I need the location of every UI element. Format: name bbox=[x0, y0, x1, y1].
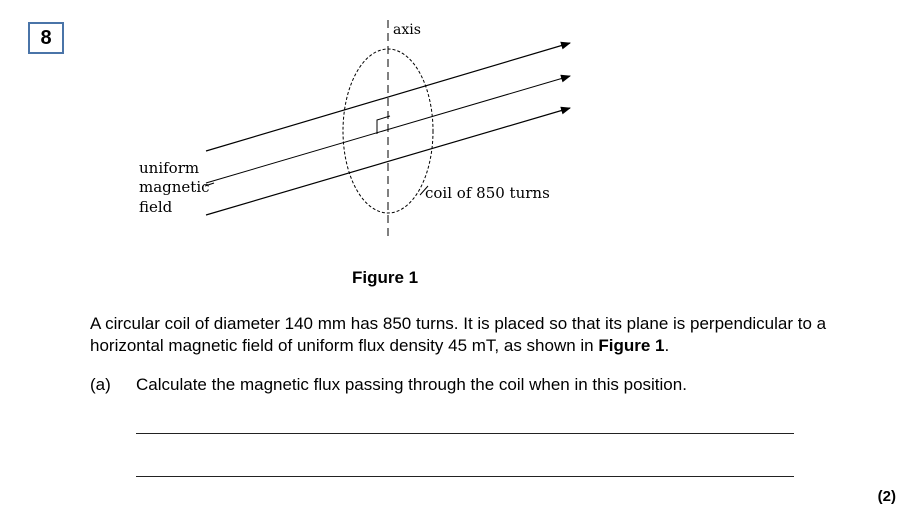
field-label-line-2: magnetic bbox=[139, 178, 210, 196]
field-line bbox=[205, 74, 571, 184]
coil-diagram: axis uniform magnetic field coil of 850 … bbox=[139, 20, 571, 240]
figure-caption: Figure 1 bbox=[352, 268, 419, 287]
field-line bbox=[205, 106, 571, 216]
field-line bbox=[205, 41, 571, 152]
figure-reference: Figure 1 bbox=[598, 336, 665, 355]
coil-label-leader bbox=[419, 185, 429, 196]
axis-label: axis bbox=[393, 22, 421, 38]
intro-text: A circular coil of diameter 140 mm has 8… bbox=[90, 314, 827, 355]
right-angle-marker bbox=[376, 115, 391, 134]
part-a-label: (a) bbox=[90, 375, 111, 394]
answer-line-2[interactable] bbox=[136, 476, 794, 477]
field-label-line-3: field bbox=[139, 198, 173, 216]
answer-line-1[interactable] bbox=[136, 433, 794, 434]
question-number: 8 bbox=[28, 22, 64, 54]
coil-ellipse bbox=[342, 48, 434, 214]
field-label-line-1: uniform bbox=[139, 159, 199, 177]
part-a-question: Calculate the magnetic flux passing thro… bbox=[136, 375, 687, 394]
marks-label: (2) bbox=[877, 488, 896, 505]
field-label-leader bbox=[204, 182, 215, 187]
question-intro: A circular coil of diameter 140 mm has 8… bbox=[90, 313, 880, 357]
intro-end: . bbox=[664, 336, 670, 355]
coil-label: coil of 850 turns bbox=[425, 184, 550, 202]
